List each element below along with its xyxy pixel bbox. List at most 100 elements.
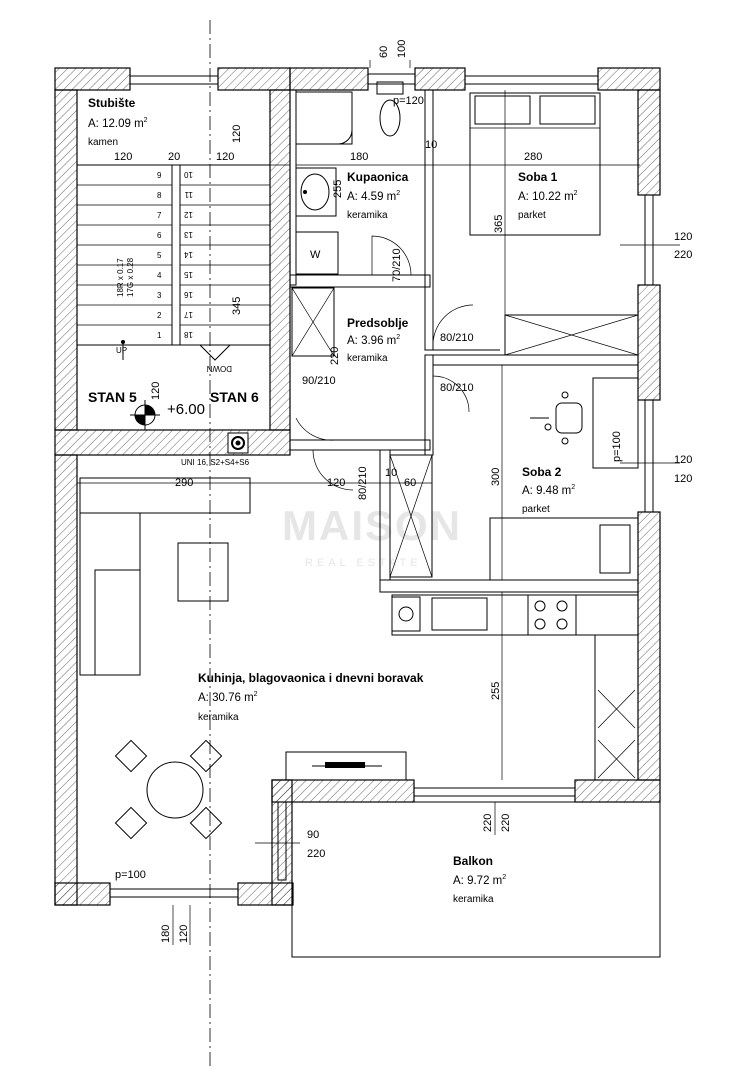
- stair-step-number: 18: [184, 330, 193, 339]
- dim-255a: 255: [332, 180, 344, 198]
- room-floor-balkon: keramika: [453, 894, 494, 905]
- exterior-walls: [54, 67, 661, 906]
- svg-text:A: 3.96 m2: A: 3.96 m2: [347, 334, 400, 347]
- room-kupaonica: Kupaonica A: 4.59 m2 keramika: [347, 170, 409, 221]
- p120-label: p=120: [393, 95, 424, 107]
- dim-100: 100: [396, 40, 408, 58]
- dim-stair-120b: 120: [216, 151, 234, 163]
- dim-stair-120a: 120: [114, 151, 132, 163]
- p100-side-label: p=100: [611, 431, 623, 462]
- room-dnevni: Kuhinja, blagovaonica i dnevni boravak A…: [198, 671, 424, 723]
- dim-60: 60: [378, 46, 390, 58]
- doors: [295, 235, 474, 491]
- uni-label: UNI 16, S2+S4+S6: [181, 458, 250, 467]
- svg-text:A: 30.76 m2: A: 30.76 m2: [198, 691, 258, 704]
- stair-up-label: UP: [116, 346, 127, 355]
- room-floor-dnevni: keramika: [198, 712, 239, 723]
- svg-text:A: 9.72 m2: A: 9.72 m2: [453, 874, 506, 887]
- room-name-kupaonica: Kupaonica: [347, 170, 409, 184]
- room-name-balkon: Balkon: [453, 854, 493, 868]
- sofa-icon: [79, 477, 251, 676]
- dim-90-210: 90/210: [302, 375, 336, 387]
- room-name-dnevni: Kuhinja, blagovaonica i dnevni boravak: [198, 671, 424, 685]
- stair-step-number: 6: [157, 231, 162, 240]
- stair-down-label: DOWN: [206, 364, 232, 373]
- dim-220c: 220: [482, 814, 494, 832]
- stair-spec-1: 18R x 0.17: [116, 258, 125, 297]
- sink-icon: [295, 167, 337, 217]
- room-floor-soba1: parket: [518, 210, 546, 221]
- dim-220b: 220: [329, 347, 341, 365]
- room-floor-stubiste: kamen: [88, 137, 118, 148]
- wardrobe-icon: [291, 287, 335, 357]
- room-balkon: Balkon A: 9.72 m2 keramika: [453, 854, 506, 905]
- dim-90: 90: [307, 829, 319, 841]
- svg-text:A: 12.09 m2: A: 12.09 m2: [88, 117, 148, 130]
- room-name-soba2: Soba 2: [522, 465, 562, 479]
- dim-10a: 10: [425, 139, 437, 151]
- chimney-icon: [227, 432, 249, 454]
- dim-120i: 120: [178, 925, 190, 943]
- watermark-sub: REAL ESTATE: [305, 557, 422, 569]
- room-soba1: Soba 1 A: 10.22 m2 parket: [518, 170, 578, 221]
- svg-text:A: 10.22 m2: A: 10.22 m2: [518, 190, 578, 203]
- dim-120d: 120: [674, 231, 692, 243]
- svg-text:A: 4.59 m2: A: 4.59 m2: [347, 190, 400, 203]
- stair-step-number: 8: [157, 191, 162, 200]
- stair-step-number: 1: [157, 331, 162, 340]
- stair-step-number: 9: [157, 171, 162, 180]
- dim-10b: 10: [385, 467, 397, 479]
- room-name-stubiste: Stubište: [88, 96, 136, 110]
- dim-180: 180: [350, 151, 368, 163]
- stair-step-number: 5: [157, 251, 162, 260]
- stair-step-number: 16: [184, 290, 193, 299]
- level-marker-icon: [130, 400, 160, 430]
- room-name-predsoblje: Predsoblje: [347, 316, 409, 330]
- stair-step-number: 15: [184, 270, 193, 279]
- coffee-table-icon: [177, 542, 229, 602]
- dim-70-210: 70/210: [391, 248, 403, 282]
- dim-120f: 120: [674, 454, 692, 466]
- svg-text:A: 9.48 m2: A: 9.48 m2: [522, 484, 575, 497]
- dim-120g: 120: [674, 473, 692, 485]
- dim-stair-120c: 120: [231, 125, 243, 143]
- stair-step-number: 17: [184, 310, 193, 319]
- dimensions: 60 100 120 20 120 120 180 10 280 255 365…: [77, 40, 692, 945]
- dining-table-icon: [114, 739, 223, 840]
- balcony-outline: [291, 801, 661, 958]
- dim-290: 290: [175, 477, 193, 489]
- dim-220e: 220: [307, 848, 325, 860]
- level-label: +6.00: [167, 401, 205, 418]
- stan6-label: STAN 6: [210, 389, 259, 405]
- stair-step-number: 11: [184, 190, 193, 199]
- dim-120e: 120: [150, 382, 162, 400]
- room-floor-predsoblje: keramika: [347, 353, 388, 364]
- room-soba2: Soba 2 A: 9.48 m2 parket: [522, 465, 575, 515]
- chair-icon: [530, 391, 583, 445]
- dim-220d: 220: [500, 814, 512, 832]
- kitchen-counter: [391, 594, 639, 781]
- room-predsoblje: Predsoblje A: 3.96 m2 keramika: [347, 316, 409, 364]
- wc-label: W: [310, 249, 321, 261]
- toilet-icon: [376, 81, 404, 137]
- room-floor-soba2: parket: [522, 504, 550, 515]
- stair-step-number: 3: [157, 291, 162, 300]
- dim-80-210c: 80/210: [357, 466, 369, 500]
- dim-60b: 60: [404, 477, 416, 489]
- stair-step-number: 12: [184, 210, 193, 219]
- p100-bottom-label: p=100: [115, 869, 146, 881]
- stair-step-number: 10: [184, 170, 193, 179]
- wardrobe-2-icon: [504, 314, 639, 356]
- room-stubiste: Stubište A: 12.09 m2 kamen: [88, 96, 148, 148]
- room-name-soba1: Soba 1: [518, 170, 558, 184]
- dim-345: 345: [231, 297, 243, 315]
- stair-step-number: 4: [157, 271, 162, 280]
- stair-step-number: 13: [184, 230, 193, 239]
- shower-icon: [295, 91, 353, 145]
- windows: [109, 73, 654, 898]
- dim-stair-20: 20: [168, 151, 180, 163]
- single-bed-icon: [489, 517, 639, 581]
- dim-300: 300: [490, 468, 502, 486]
